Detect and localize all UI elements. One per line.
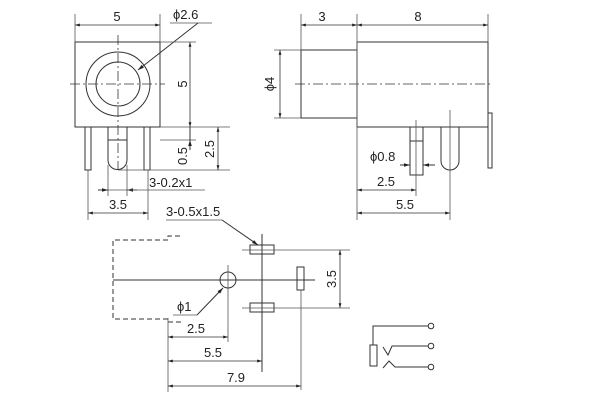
body-outline (112, 235, 182, 323)
jack-schematic-symbol (369, 322, 435, 371)
front-view: 5 ϕ2.6 5 0.5 2.5 3-0.2x1 3.5 (70, 7, 230, 220)
front-diameter-label: ϕ4 (262, 77, 277, 92)
terminal-2-icon (427, 342, 435, 350)
dim-hole-label: 2.5 (187, 321, 205, 336)
side-body (356, 41, 489, 128)
front-pins (84, 126, 151, 171)
side-view: 3 8 ϕ4 ϕ0.8 2.5 5.5 (262, 9, 493, 220)
pin-size-label: 3-0.2x1 (149, 175, 192, 190)
pin-length-label: 2.5 (202, 140, 217, 158)
side-pins (409, 110, 460, 220)
body-length-label: 8 (414, 9, 421, 24)
bottom-view: 3.5 3-0.5x1.5 ϕ1 2.5 5.5 7.9 (112, 204, 350, 392)
front-body (74, 41, 161, 128)
side-tab (487, 112, 493, 169)
hole-diameter-label-bottom: ϕ1 (177, 299, 192, 314)
hole-diameter-label: ϕ2.6 (173, 7, 198, 22)
pad-size-label: 3-0.5x1.5 (166, 204, 220, 219)
front-length-label: 3 (318, 9, 325, 24)
dim-pads-label: 5.5 (204, 345, 222, 360)
front-height-label: 5 (175, 80, 190, 87)
pin-diameter-label: ϕ0.8 (370, 149, 395, 164)
pin-offset-label: 0.5 (175, 147, 190, 165)
pin1-position-label: 2.5 (377, 174, 395, 189)
pin-span-label: 3.5 (109, 197, 127, 212)
terminal-3-icon (427, 363, 435, 371)
pad-right (296, 266, 305, 291)
pad-spacing-label: 3.5 (324, 270, 339, 288)
front-width-label: 5 (113, 9, 120, 24)
pin2-position-label: 5.5 (396, 197, 414, 212)
pad-bottom (249, 302, 275, 313)
terminal-1-icon (427, 322, 435, 330)
pad-top (249, 244, 275, 255)
dim-pin-label: 7.9 (227, 370, 245, 385)
